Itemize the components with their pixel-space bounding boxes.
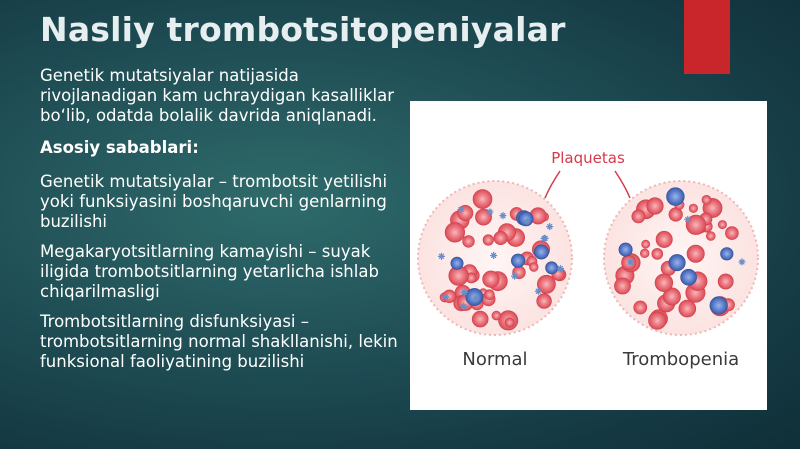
red-blood-cell bbox=[493, 231, 508, 246]
red-blood-cell bbox=[641, 239, 651, 249]
platelet bbox=[486, 208, 494, 216]
red-blood-cell bbox=[484, 289, 495, 300]
accent-bar bbox=[684, 0, 730, 74]
cause-item: Trombotsitlarning disfunksiyasi – trombo… bbox=[40, 312, 398, 371]
red-blood-cell bbox=[651, 248, 664, 260]
red-blood-cell bbox=[482, 234, 494, 246]
platelet bbox=[472, 294, 480, 303]
platelet bbox=[457, 205, 465, 214]
platelet bbox=[626, 258, 635, 266]
red-blood-cell bbox=[688, 203, 699, 213]
slide-body: Genetik mutatsiyalar natijasida rivojlan… bbox=[40, 66, 420, 382]
platelet bbox=[499, 211, 507, 220]
platelet bbox=[541, 234, 549, 242]
red-blood-cell bbox=[491, 310, 502, 321]
platelet bbox=[489, 251, 498, 260]
red-blood-cell bbox=[655, 230, 673, 248]
blood-smear-figure: Plaquetas Normal Trombopenia bbox=[410, 101, 767, 410]
white-blood-cell bbox=[720, 247, 734, 261]
platelets-label: Plaquetas bbox=[551, 149, 625, 167]
platelet bbox=[511, 272, 519, 280]
platelet bbox=[546, 222, 554, 231]
red-blood-cell bbox=[529, 262, 539, 272]
red-blood-cell bbox=[686, 244, 705, 263]
intro-text: Genetik mutatsiyalar natijasida rivojlan… bbox=[40, 66, 394, 125]
red-blood-cell bbox=[536, 293, 552, 309]
platelet bbox=[437, 252, 446, 260]
white-blood-cell bbox=[510, 253, 526, 268]
pointer-line bbox=[614, 170, 631, 199]
red-blood-cell bbox=[654, 273, 674, 293]
platelet bbox=[459, 302, 468, 311]
white-blood-cell bbox=[709, 296, 728, 315]
red-blood-cell bbox=[648, 311, 667, 330]
white-blood-cell bbox=[533, 244, 549, 260]
red-blood-cell bbox=[725, 226, 739, 240]
red-blood-cell bbox=[678, 299, 697, 318]
red-blood-cell bbox=[462, 235, 475, 248]
blood-smear-illustration: Plaquetas Normal Trombopenia bbox=[417, 149, 759, 370]
red-blood-cell bbox=[482, 270, 500, 288]
red-blood-cell bbox=[504, 317, 515, 328]
red-blood-cell bbox=[662, 287, 681, 306]
pointer-line bbox=[544, 170, 561, 199]
platelet bbox=[738, 258, 746, 266]
normal-label: Normal bbox=[462, 349, 527, 370]
platelet bbox=[684, 215, 692, 224]
white-blood-cell bbox=[518, 211, 534, 227]
white-blood-cell bbox=[450, 256, 464, 270]
red-blood-cell bbox=[717, 220, 727, 230]
red-blood-cell bbox=[475, 208, 492, 226]
white-blood-cell bbox=[618, 242, 633, 257]
red-blood-cell bbox=[614, 277, 631, 295]
white-blood-cell bbox=[668, 254, 686, 272]
platelet bbox=[534, 287, 543, 295]
platelet bbox=[556, 264, 565, 273]
cause-item: Genetik mutatsiyalar – trombotsit yetili… bbox=[40, 172, 388, 231]
red-blood-cell bbox=[646, 197, 664, 215]
red-blood-cell bbox=[705, 231, 716, 241]
red-blood-cell bbox=[631, 209, 646, 224]
red-blood-cell bbox=[472, 189, 493, 209]
red-blood-cell bbox=[536, 274, 556, 294]
white-blood-cell bbox=[666, 187, 685, 206]
trombopenia-label: Trombopenia bbox=[622, 349, 739, 370]
platelet bbox=[441, 293, 450, 301]
slide-title: Nasliy trombotsitopeniyalar bbox=[40, 10, 566, 49]
red-blood-cell bbox=[640, 248, 650, 259]
white-blood-cell bbox=[680, 268, 697, 286]
platelet bbox=[523, 217, 531, 226]
red-blood-cell bbox=[717, 273, 734, 290]
red-blood-cell bbox=[633, 300, 648, 315]
red-blood-cell bbox=[471, 310, 489, 328]
red-blood-cell bbox=[701, 195, 712, 205]
white-blood-cell bbox=[545, 261, 558, 275]
platelet bbox=[460, 288, 468, 297]
causes-heading: Asosiy sabablari: bbox=[40, 138, 199, 157]
red-blood-cell bbox=[444, 222, 466, 243]
cause-item: Megakaryotsitlarning kamayishi – suyak i… bbox=[40, 242, 379, 301]
